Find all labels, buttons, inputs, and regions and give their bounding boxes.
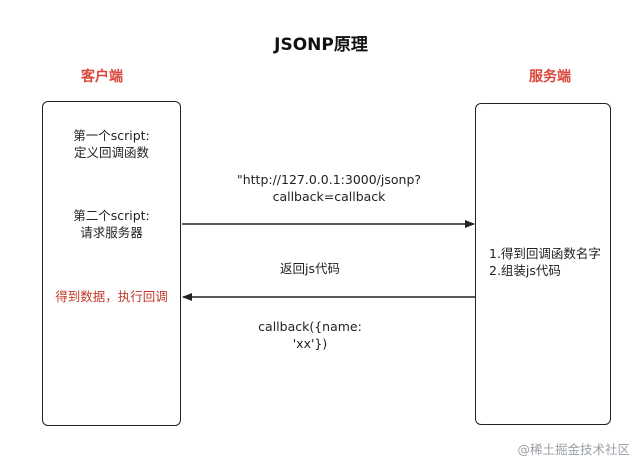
request-url-line2: callback=callback — [272, 189, 386, 204]
client-step1-line1: 第一个script: — [73, 128, 150, 143]
client-label: 客户端 — [81, 69, 123, 85]
server-box — [475, 103, 611, 425]
watermark: @稀土掘金技术社区 — [517, 442, 630, 457]
client-step2-line1: 第二个script: — [73, 208, 150, 223]
diagram-title: JSONP原理 — [274, 35, 368, 55]
server-steps-note: 1.得到回调函数名字 2.组装js代码 — [489, 245, 609, 279]
response-code-line1: callback({name: — [258, 319, 362, 334]
server-step1: 1.得到回调函数名字 — [489, 246, 601, 261]
response-code-label: callback({name: 'xx'}) — [240, 318, 380, 352]
request-url-line1: "http://127.0.0.1:3000/jsonp? — [236, 172, 422, 187]
server-label: 服务端 — [529, 69, 571, 85]
client-step2-note: 第二个script: 请求服务器 — [44, 207, 179, 241]
client-step1-note: 第一个script: 定义回调函数 — [44, 127, 179, 161]
response-code-line2: 'xx'}) — [292, 336, 328, 351]
client-step3-note: 得到数据，执行回调 — [55, 289, 168, 304]
client-step2-line2: 请求服务器 — [80, 225, 143, 240]
client-box — [42, 101, 181, 426]
response-label: 返回js代码 — [280, 261, 340, 276]
client-step1-line2: 定义回调函数 — [73, 145, 149, 160]
request-url-label: "http://127.0.0.1:3000/jsonp? callback=c… — [215, 171, 443, 205]
server-step2: 2.组装js代码 — [489, 263, 561, 278]
